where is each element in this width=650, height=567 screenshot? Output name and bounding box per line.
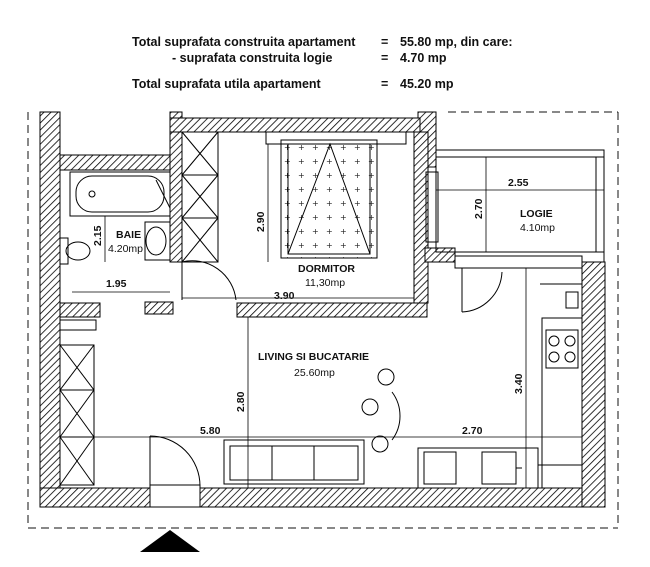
room-name-dormitor: DORMITOR xyxy=(298,263,355,275)
wardrobe xyxy=(181,131,219,263)
dim-baie-height: 2.15 xyxy=(92,225,104,246)
entrance-door xyxy=(149,435,201,508)
dim-logie-height: 2.70 xyxy=(473,198,485,219)
dim-living-height: 2.80 xyxy=(235,391,247,412)
summary-label-built-area: Total suprafata construita apartament xyxy=(132,35,356,49)
room-area-baie: 4.20mp xyxy=(108,243,143,255)
room-name-logie: LOGIE xyxy=(520,208,553,220)
bathtub xyxy=(69,171,171,217)
toilet xyxy=(59,237,91,265)
bathroom-door xyxy=(59,301,174,331)
summary-eq-1: = xyxy=(381,35,389,49)
room-name-baie: BAIE xyxy=(116,229,141,241)
entrance-arrow-icon xyxy=(140,530,200,552)
dining-table-chairs xyxy=(361,368,401,453)
dimension-lines xyxy=(60,144,604,488)
loggia-door xyxy=(461,268,503,313)
washbasin xyxy=(144,221,171,261)
storage-cabinet xyxy=(59,344,95,486)
room-area-living: 25.60mp xyxy=(294,367,335,379)
bed xyxy=(265,131,407,259)
loggia-outline xyxy=(425,149,605,262)
room-area-dormitor: 11,30mp xyxy=(305,277,345,289)
dim-logie-width: 2.55 xyxy=(508,177,529,189)
dim-baie-width: 1.95 xyxy=(106,278,127,290)
summary-value-built-area: 55.80 mp, din care: xyxy=(400,35,513,49)
dim-dormitor-width: 3.90 xyxy=(274,290,295,302)
interior-walls xyxy=(59,117,583,318)
summary-value-usable-area: 45.20 mp xyxy=(400,77,454,91)
kitchen-counter xyxy=(417,283,583,489)
room-name-living: LIVING SI BUCATARIE xyxy=(258,351,369,363)
bedroom-door xyxy=(181,260,237,301)
dim-kitchen-height: 3.40 xyxy=(513,373,525,394)
dim-dormitor-height: 2.90 xyxy=(255,211,267,232)
dim-living-width: 5.80 xyxy=(200,425,221,437)
room-area-logie: 4.10mp xyxy=(520,222,555,234)
summary-eq-3: = xyxy=(381,77,389,91)
summary-label-loggia-area: - suprafata construita logie xyxy=(172,51,333,65)
area-summary: Total suprafata construita apartament = … xyxy=(0,0,650,100)
summary-eq-2: = xyxy=(381,51,389,65)
summary-label-usable-area: Total suprafata utila apartament xyxy=(132,77,321,91)
summary-value-loggia-area: 4.70 mp xyxy=(400,51,447,65)
dim-kitchen-width: 2.70 xyxy=(462,425,483,437)
sofa xyxy=(223,439,365,485)
property-outline xyxy=(27,111,619,529)
